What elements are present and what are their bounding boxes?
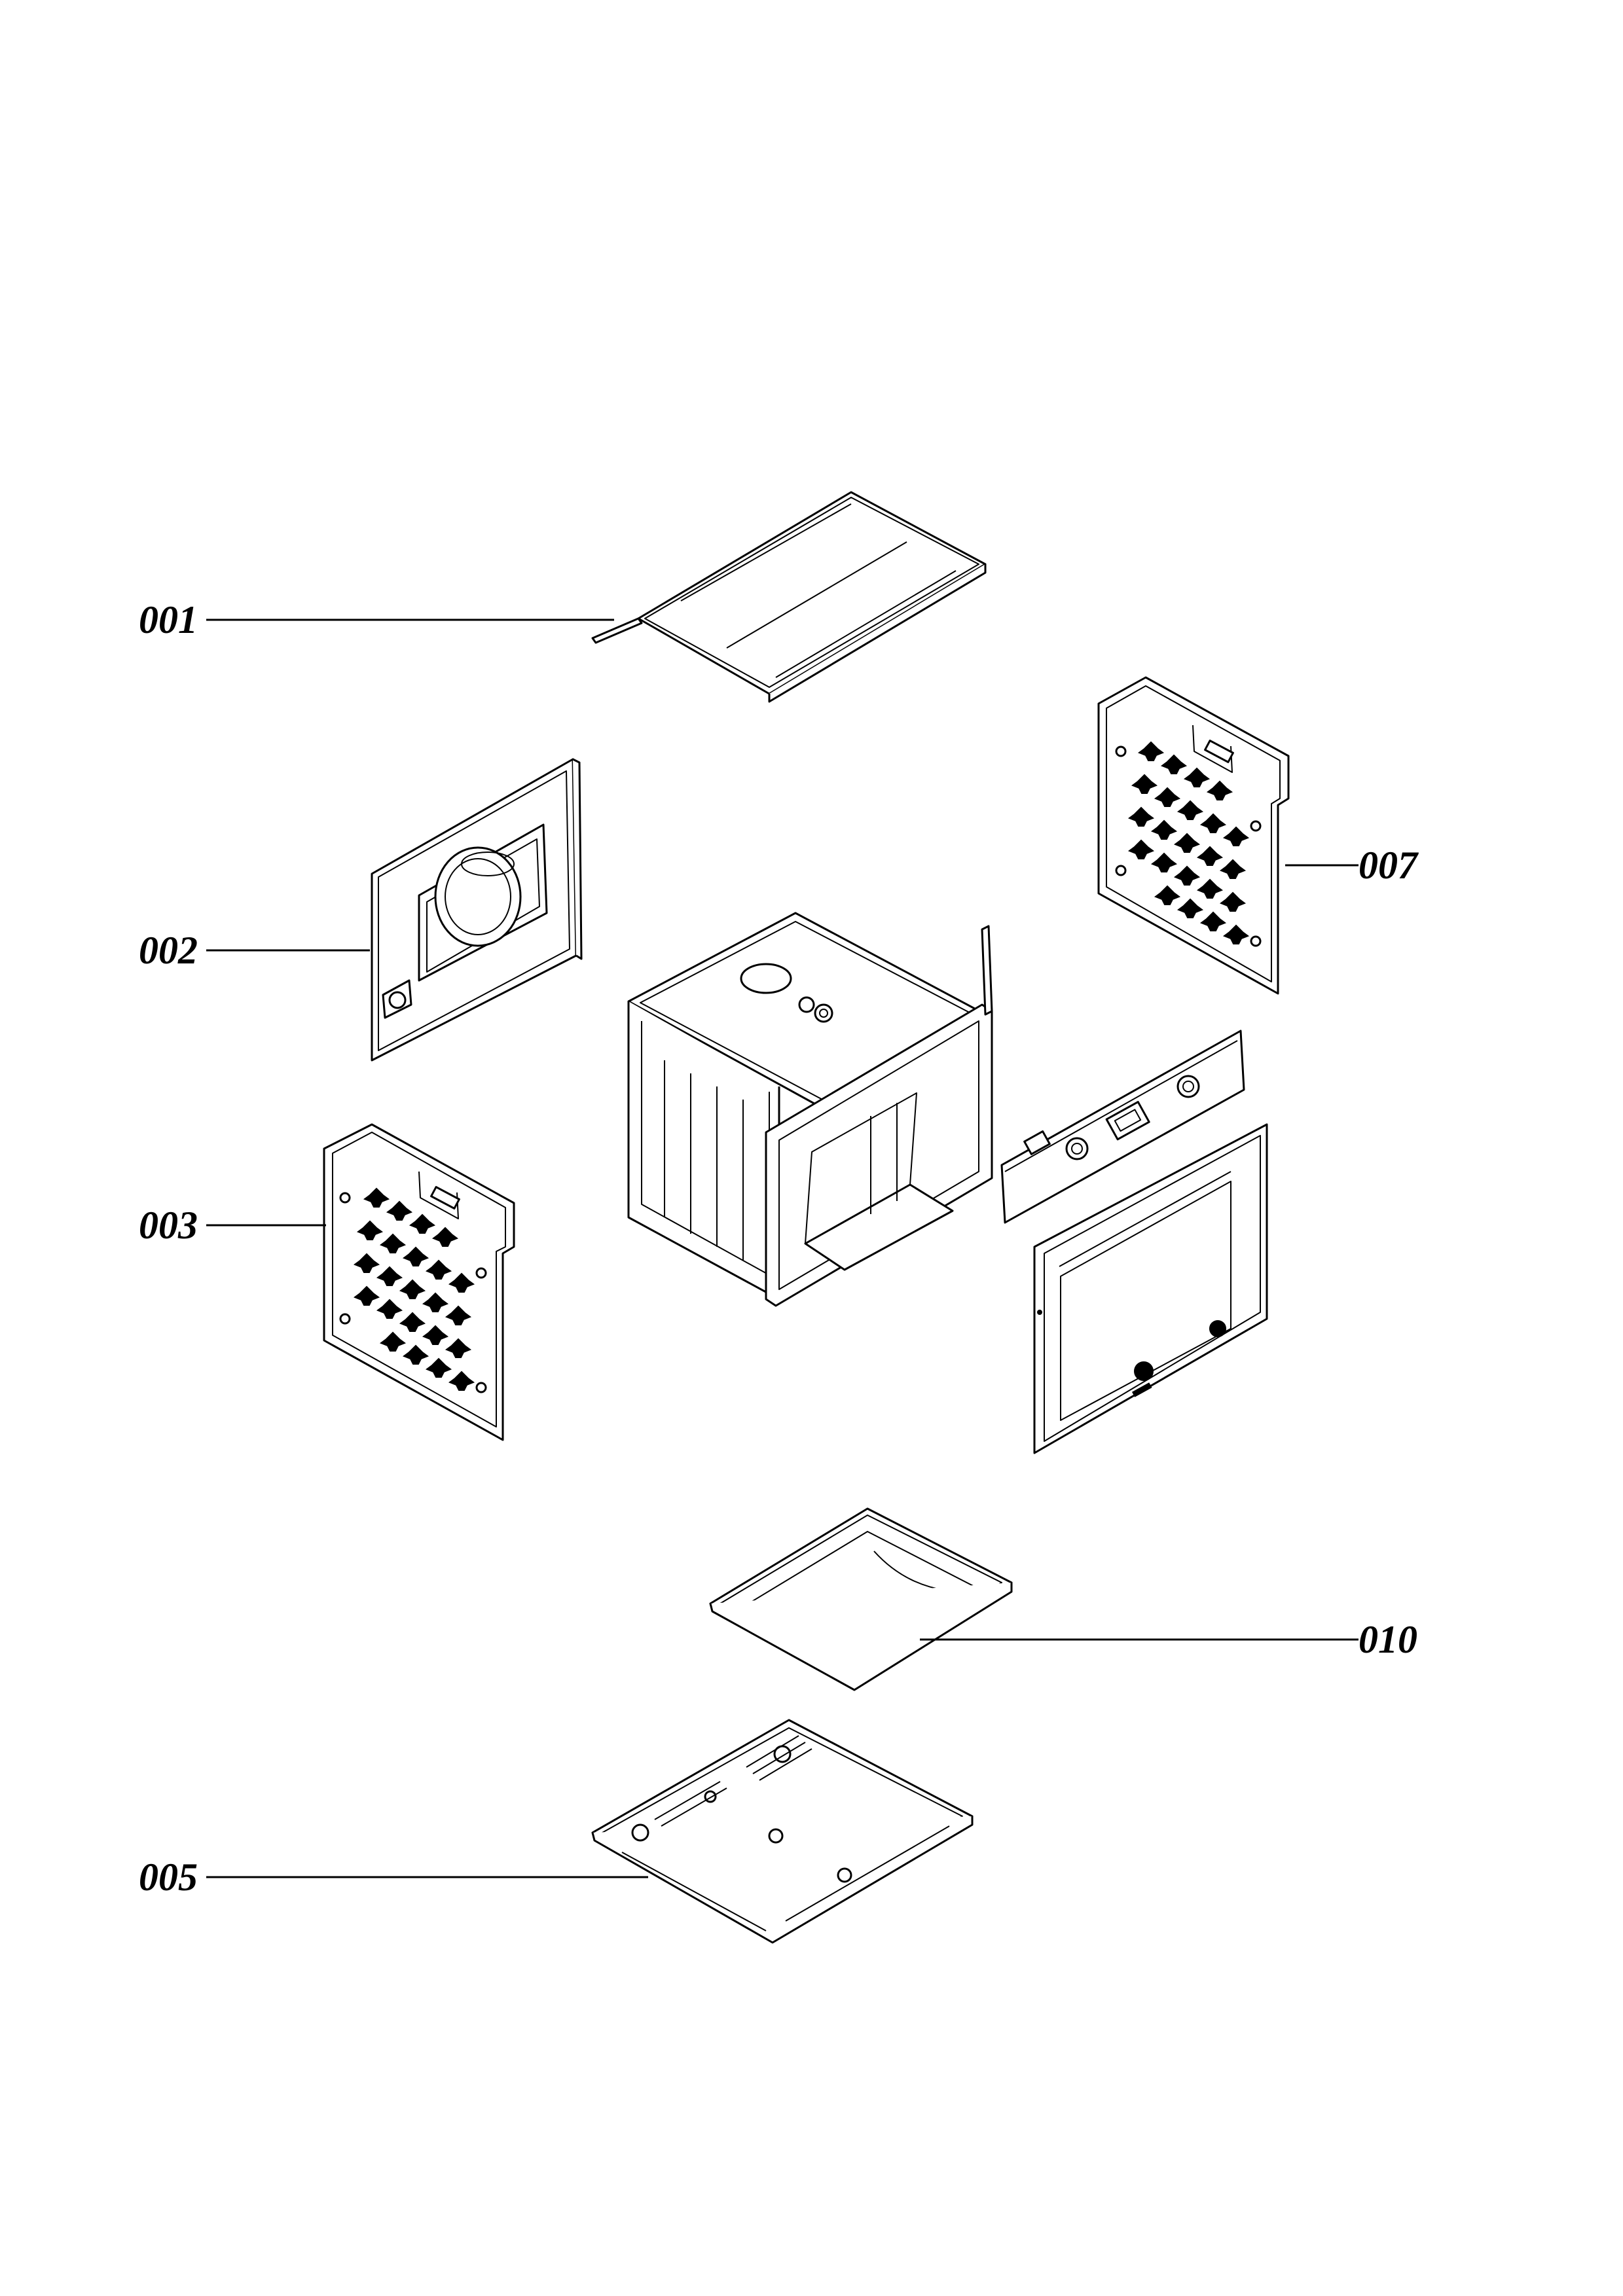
rear-panel-part (371, 758, 583, 1062)
leader-lines (206, 619, 1359, 1878)
oven-cavity-part (627, 912, 993, 1307)
control-panel-part (1000, 1030, 1245, 1224)
drip-tray-part (709, 1507, 1013, 1691)
callout-label-001: 001 (139, 598, 198, 641)
callout-label-007: 007 (1359, 844, 1419, 887)
left-side-panel-part (323, 1123, 515, 1441)
right-side-panel-part (1097, 676, 1290, 995)
callout-label-005: 005 (139, 1856, 198, 1899)
callout-label-003: 003 (139, 1204, 198, 1247)
oven-door-part (1033, 1123, 1268, 1454)
callout-label-002: 002 (139, 929, 198, 972)
top-panel-part (591, 491, 987, 703)
bottom-panel-part (591, 1719, 974, 1944)
callout-labels: 001 002 003 005 007 010 (139, 598, 1419, 1899)
callout-label-010: 010 (1359, 1618, 1417, 1661)
